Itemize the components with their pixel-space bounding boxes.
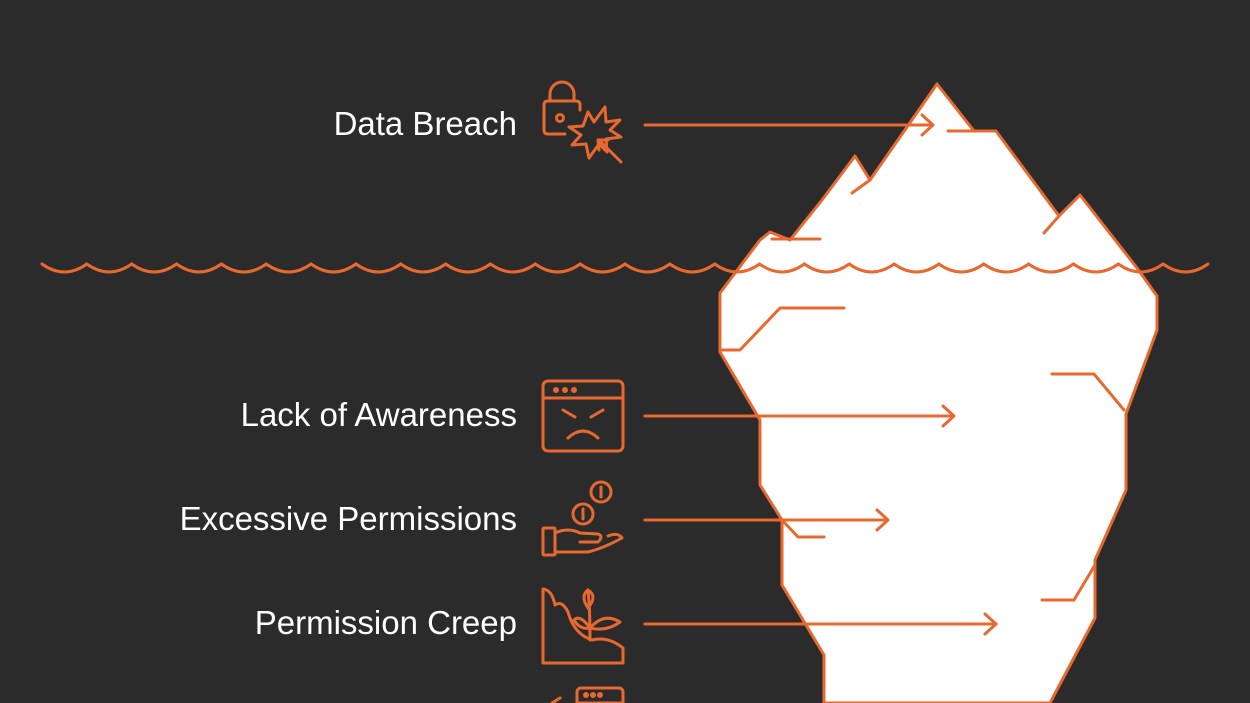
lock-breach-icon — [542, 80, 623, 164]
plant-growth-icon — [541, 587, 625, 665]
crack-line — [850, 178, 872, 195]
arrow-permission-creep — [643, 612, 998, 636]
crack-line — [780, 518, 826, 539]
iceberg-shape — [718, 82, 1159, 703]
arrow-data-breach — [643, 113, 935, 137]
label-lack-of-awareness: Lack of Awareness — [240, 396, 517, 433]
hand-coins-icon — [541, 480, 624, 557]
crack-line — [1050, 372, 1126, 412]
label-data-breach: Data Breach — [333, 105, 517, 142]
arrow-lack-of-awareness — [643, 404, 956, 428]
water-line — [40, 262, 1210, 274]
angry-browser-icon — [541, 379, 625, 453]
arrow-excessive-permissions — [643, 508, 890, 532]
label-permission-creep: Permission Creep — [254, 604, 517, 641]
crack-line — [1040, 563, 1097, 602]
browser-icon — [550, 686, 625, 703]
crack-line — [720, 306, 846, 352]
iceberg — [718, 82, 1159, 703]
crack-line — [1042, 214, 1061, 235]
label-excessive-permissions: Excessive Permissions — [179, 500, 517, 537]
